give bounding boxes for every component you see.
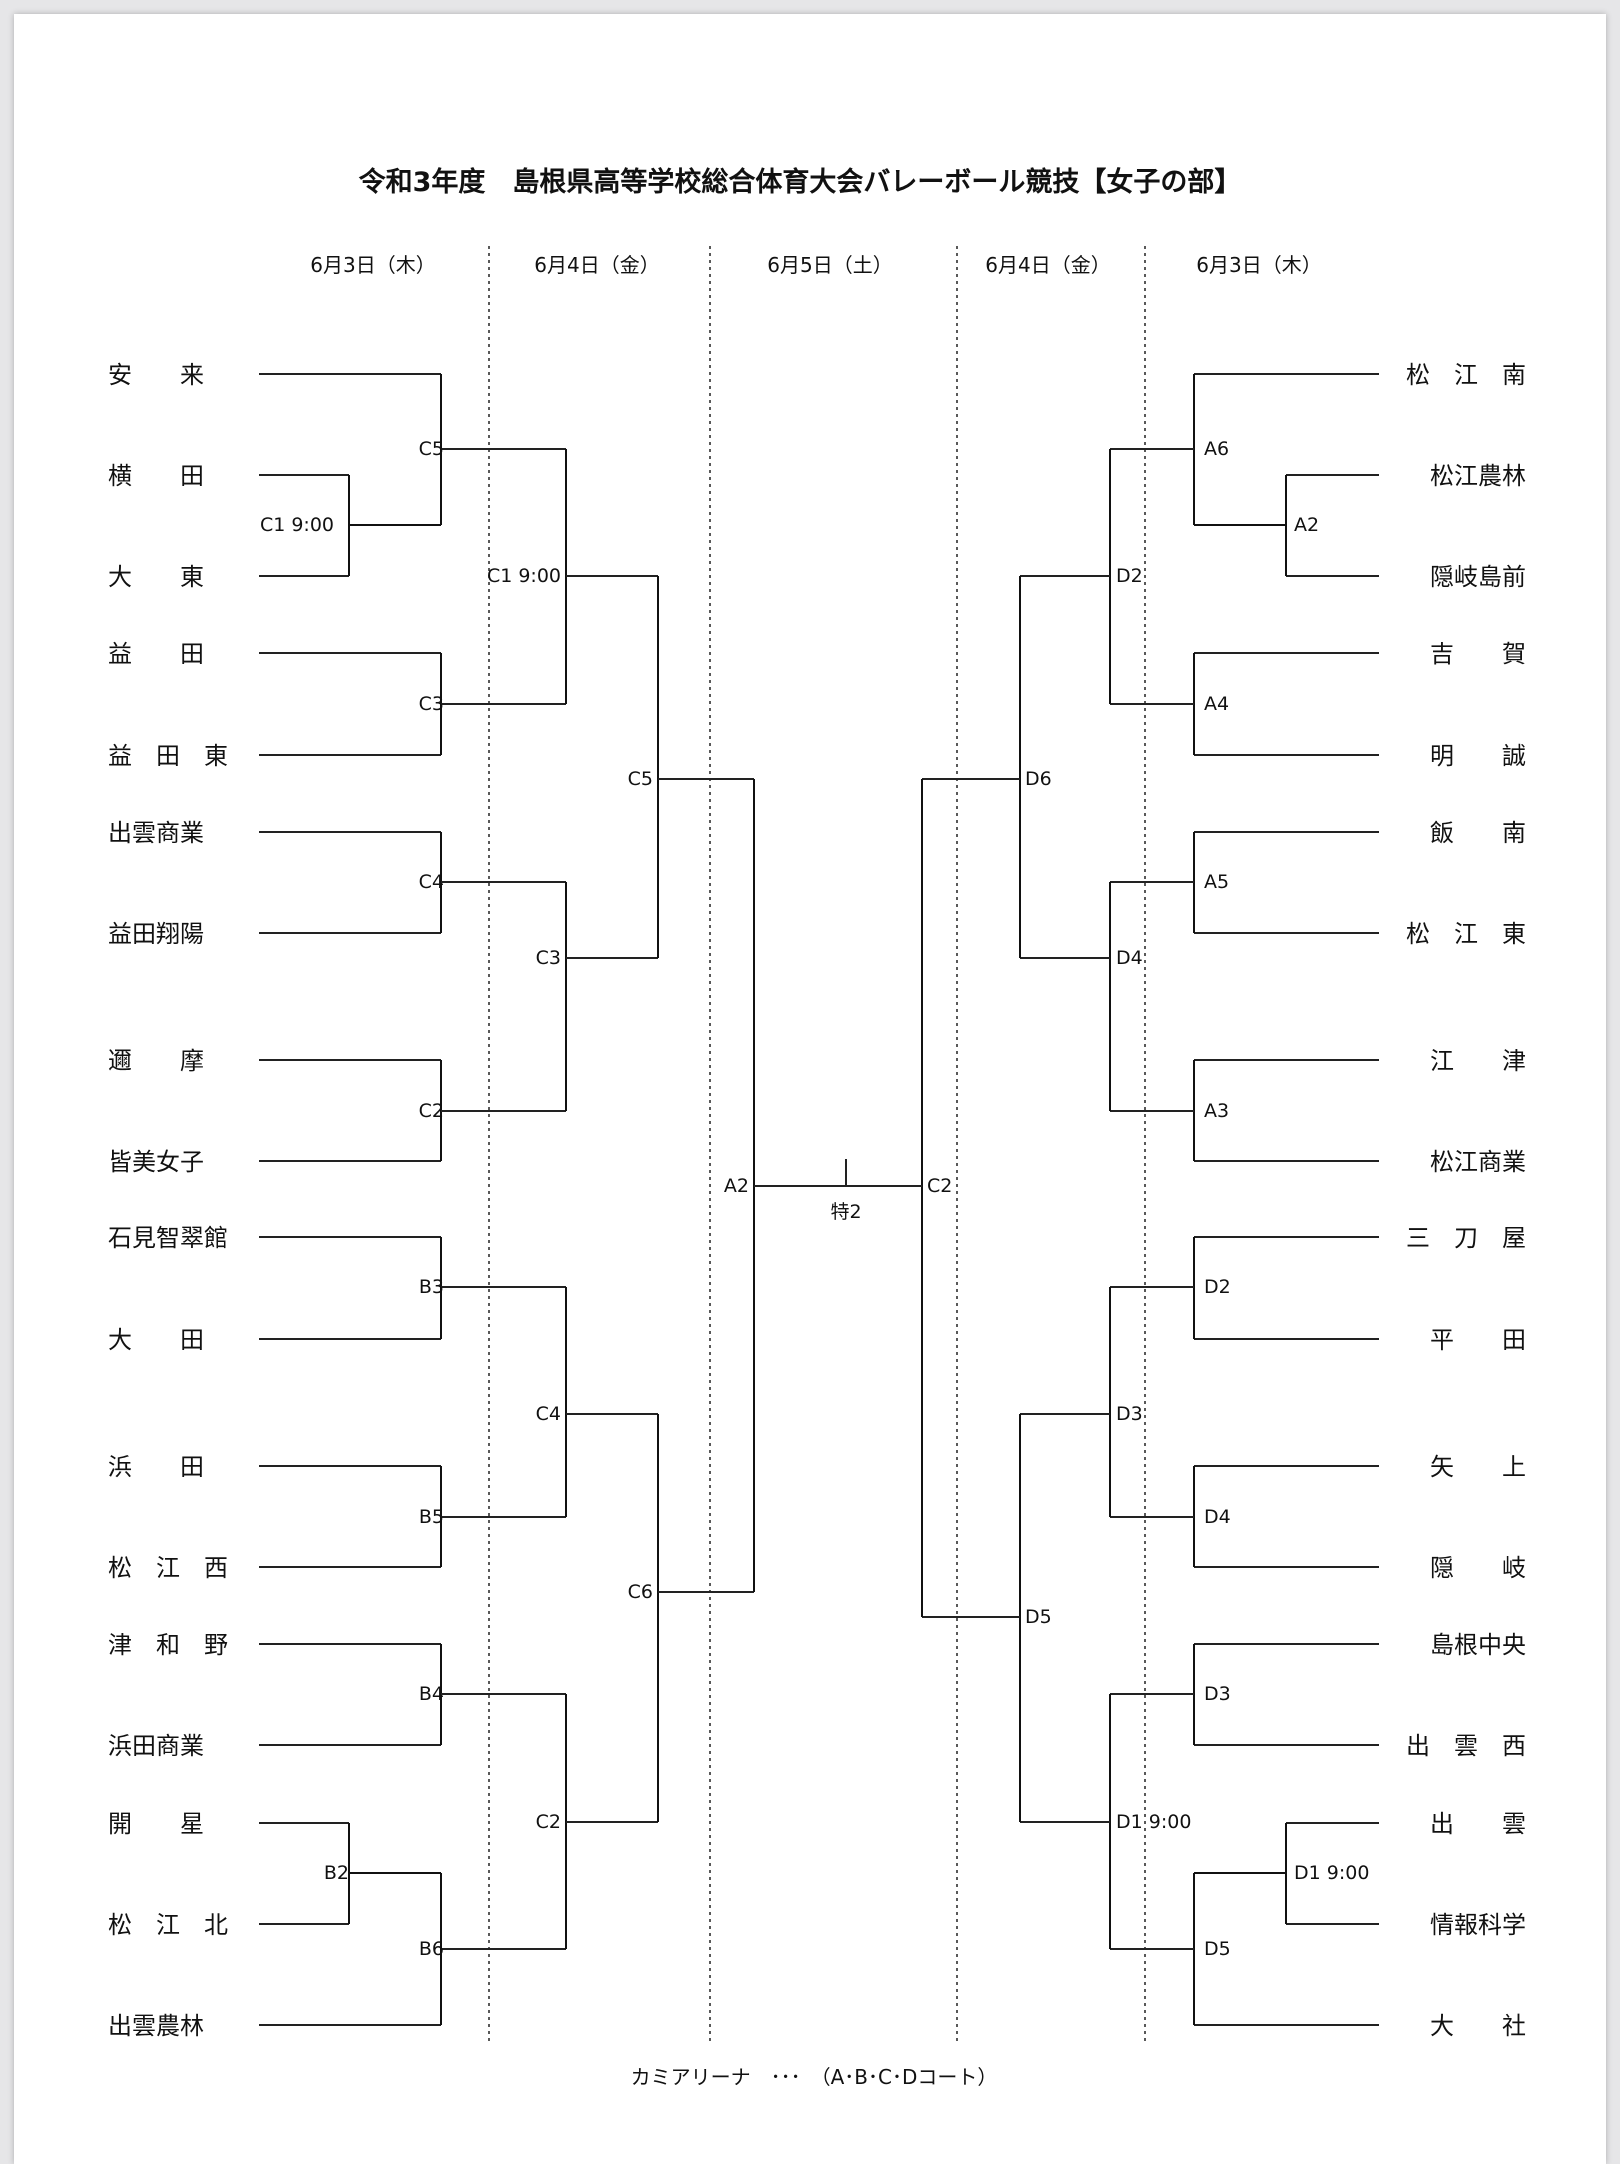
day-header-right-2: 6月4日（金） — [985, 253, 1110, 277]
right-team-name: 明 誠 — [1430, 742, 1526, 770]
left-match-label: C1 9:00 — [260, 514, 334, 536]
right-team-name: 情報科学 — [1430, 1911, 1526, 1939]
left-round2-label: C3 — [536, 947, 561, 969]
left-team-name: 邇 摩 — [108, 1047, 204, 1075]
left-match-label: B3 — [419, 1276, 444, 1298]
left-round2-label: C1 9:00 — [487, 565, 561, 587]
date-separators — [488, 246, 1146, 2042]
left-team-name: 益 田 東 — [108, 742, 228, 770]
right-match-label: D2 — [1204, 1276, 1231, 1298]
left-team-name: 出雲農林 — [108, 2012, 204, 2040]
right-team-name: 島根中央 — [1430, 1631, 1526, 1659]
right-match-label: A3 — [1204, 1100, 1229, 1122]
right-match-label: A2 — [1294, 514, 1319, 536]
right-round2-label: D2 — [1116, 565, 1143, 587]
left-round2-label: C4 — [536, 1403, 561, 1425]
final-mark-label: 特2 — [830, 1201, 861, 1223]
left-team-name: 松 江 西 — [108, 1554, 228, 1582]
day-header-right-1: 6月3日（木） — [1196, 253, 1321, 277]
right-match-label: A5 — [1204, 871, 1229, 893]
left-round2-label: C2 — [536, 1811, 561, 1833]
left-team-name: 大 田 — [108, 1326, 204, 1354]
right-team-name: 飯 南 — [1430, 819, 1526, 847]
left-team-name: 浜田商業 — [108, 1732, 204, 1760]
left-team-name: 津 和 野 — [108, 1631, 228, 1659]
right-match-label: A4 — [1204, 693, 1229, 715]
left-match-label: B2 — [324, 1862, 349, 1884]
right-match-label: D4 — [1204, 1506, 1231, 1528]
right-match-label: D3 — [1204, 1683, 1231, 1705]
right-team-name: 平 田 — [1430, 1326, 1526, 1354]
left-team-name: 皆美女子 — [108, 1148, 204, 1176]
right-team-name: 隠岐島前 — [1430, 563, 1526, 591]
left-team-name: 大 東 — [108, 563, 204, 591]
right-match-label: D1 9:00 — [1294, 1862, 1369, 1884]
day-headers: 6月3日（木） 6月4日（金） 6月5日（土） 6月4日（金） 6月3日（木） — [310, 253, 1321, 277]
final-left-label: A2 — [724, 1175, 749, 1197]
left-team-name: 横 田 — [108, 462, 204, 490]
left-round3-label: C5 — [628, 768, 653, 790]
right-team-name: 三 刀 屋 — [1406, 1224, 1526, 1252]
left-match-label: C5 — [419, 438, 444, 460]
left-team-name: 出雲商業 — [108, 819, 204, 847]
venue-footnote: カミアリーナ ･･･ （A･B･C･Dコート） — [631, 2065, 998, 2089]
bracket-lines — [259, 373, 1379, 2026]
day-header-left-1: 6月3日（木） — [310, 253, 435, 277]
right-team-name: 大 社 — [1430, 2012, 1526, 2040]
final-right-label: C2 — [927, 1175, 952, 1197]
right-round3-label: D5 — [1025, 1606, 1052, 1628]
left-team-name: 浜 田 — [108, 1453, 204, 1481]
left-match-label: B4 — [419, 1683, 444, 1705]
left-match-label: C4 — [419, 871, 444, 893]
left-match-label: B5 — [419, 1506, 444, 1528]
right-team-name: 矢 上 — [1430, 1453, 1526, 1481]
right-team-name: 出 雲 — [1430, 1810, 1526, 1838]
right-team-name: 松江商業 — [1430, 1148, 1526, 1176]
left-round3-label: C6 — [628, 1581, 653, 1603]
right-team-name: 吉 賀 — [1430, 640, 1526, 668]
right-match-label: D5 — [1204, 1938, 1231, 1960]
left-team-name: 松 江 北 — [108, 1911, 228, 1939]
day-header-left-2: 6月4日（金） — [534, 253, 659, 277]
right-team-name: 松 江 南 — [1406, 361, 1526, 389]
right-team-name: 松 江 東 — [1406, 920, 1526, 948]
left-team-name: 益 田 — [108, 640, 204, 668]
right-team-name: 江 津 — [1430, 1047, 1526, 1075]
left-team-name: 益田翔陽 — [108, 920, 204, 948]
day-header-center: 6月5日（土） — [767, 253, 892, 277]
left-match-label: C2 — [419, 1100, 444, 1122]
left-match-label: B6 — [419, 1938, 444, 1960]
left-team-name: 安 来 — [108, 361, 204, 389]
left-team-name: 開 星 — [108, 1810, 204, 1838]
bracket-sheet: 安 来横 田大 東益 田益 田 東出雲商業益田翔陽邇 摩皆美女子石見智翠館大 田… — [14, 14, 1606, 2164]
left-team-name: 石見智翠館 — [108, 1224, 228, 1252]
right-team-name: 隠 岐 — [1430, 1554, 1526, 1582]
right-match-label: A6 — [1204, 438, 1229, 460]
right-round2-label: D1 9:00 — [1116, 1811, 1191, 1833]
right-team-name: 出 雲 西 — [1406, 1732, 1526, 1760]
right-round3-label: D6 — [1025, 768, 1052, 790]
left-match-label: C3 — [419, 693, 444, 715]
right-round2-label: D3 — [1116, 1403, 1143, 1425]
right-round2-label: D4 — [1116, 947, 1143, 969]
page-title: 令和3年度 島根県高等学校総合体育大会バレーボール競技【女子の部】 — [359, 166, 1242, 198]
right-team-name: 松江農林 — [1430, 462, 1526, 490]
